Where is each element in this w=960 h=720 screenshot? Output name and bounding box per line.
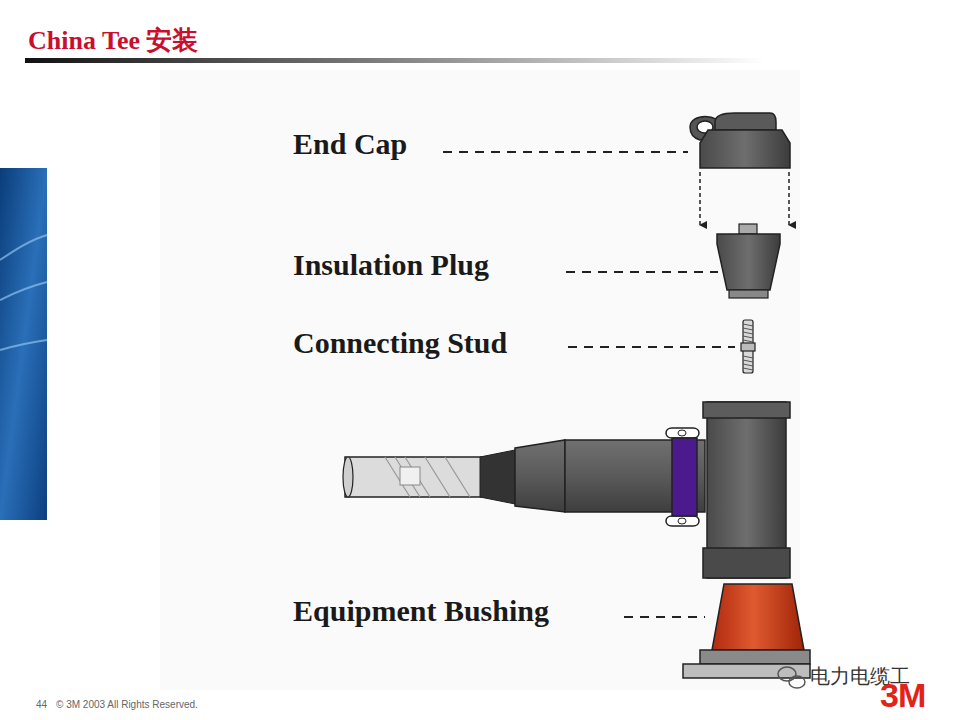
brand-logo: 3M bbox=[880, 678, 925, 712]
thread-stroke bbox=[743, 356, 753, 358]
connecting-stud bbox=[741, 320, 755, 373]
thread-stroke bbox=[743, 324, 753, 326]
part-name: Insulation Plug bbox=[293, 250, 489, 280]
leader-line bbox=[624, 616, 705, 618]
part-name: Connecting Stud bbox=[293, 328, 507, 358]
end-cap bbox=[690, 113, 790, 168]
thread-stroke bbox=[743, 340, 753, 342]
part-name: Equipment Bushing bbox=[293, 596, 549, 626]
thread-stroke bbox=[743, 360, 753, 362]
leader-line bbox=[568, 346, 735, 348]
slide-title: China Tee 安装 bbox=[28, 28, 199, 54]
thread-stroke bbox=[743, 332, 753, 334]
thread-stroke bbox=[743, 336, 753, 338]
thread-stroke bbox=[743, 368, 753, 370]
wechat-icon bbox=[778, 667, 805, 688]
part-name: End Cap bbox=[293, 129, 407, 159]
equipment-bushing bbox=[683, 584, 810, 678]
china-tee bbox=[343, 402, 790, 578]
slide-panel bbox=[160, 70, 800, 690]
side-band bbox=[0, 168, 47, 520]
assembly-arrow bbox=[788, 172, 790, 225]
copyright-note: © 3M 2003 All Rights Reserved. bbox=[56, 700, 198, 710]
side-band-streak bbox=[0, 235, 47, 350]
leader-line bbox=[566, 271, 718, 273]
thread-stroke bbox=[743, 328, 753, 330]
assembly-arrow bbox=[699, 172, 701, 225]
thread-stroke bbox=[743, 364, 753, 366]
leader-line bbox=[443, 151, 688, 153]
insulation-plug bbox=[717, 224, 780, 298]
title-rule bbox=[25, 58, 765, 63]
page-number: 44 bbox=[36, 700, 47, 710]
